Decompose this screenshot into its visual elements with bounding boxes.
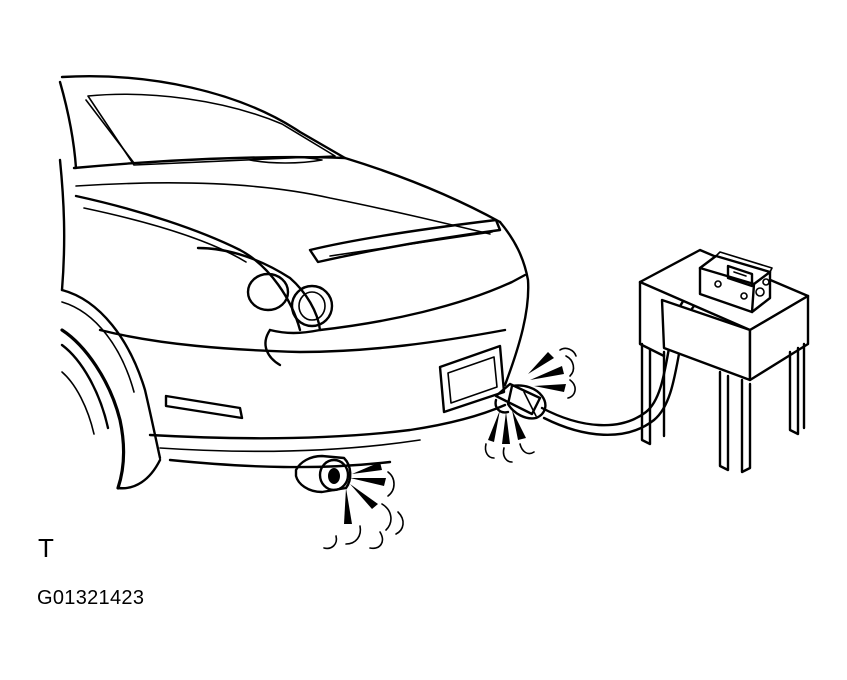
exhaust-gas-icon	[323, 462, 404, 550]
tailpipe-icon	[294, 454, 352, 494]
exhaust-gas-icon	[484, 347, 577, 463]
car-rear-icon	[58, 75, 530, 490]
sampling-probe-icon	[494, 382, 547, 420]
exhaust-tester-icon	[698, 251, 773, 314]
figure-code: G01321423	[37, 587, 145, 609]
view-mark: T	[38, 533, 54, 563]
